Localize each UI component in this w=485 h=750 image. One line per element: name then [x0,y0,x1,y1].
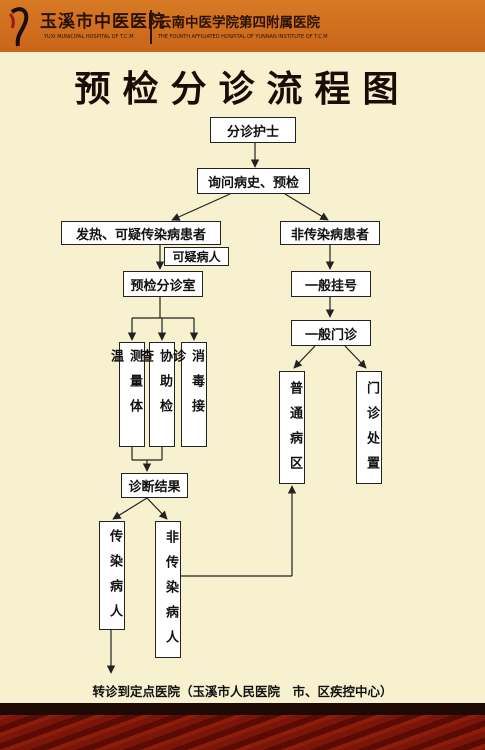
node-non-infectious: 非传染病患者 [280,221,380,245]
hospital-header: 玉溪市中医医院 YUXI MUNICIPAL HOSPITAL OF T.C.M… [0,0,485,52]
node-pretriage-room: 预检分诊室 [123,271,203,297]
node-triage-nurse: 分诊护士 [210,117,296,143]
node-general-clinic: 一般门诊 [291,320,371,346]
hospital-name: 玉溪市中医医院 [40,12,166,32]
page-title: 预检分诊流程图 [74,69,411,110]
node-infectious-patient: 传染病人 [99,521,125,630]
node-diagnosis-result: 诊断结果 [121,473,188,498]
header-divider [150,10,152,44]
node-fever-suspected: 发热、可疑传染病患者 [61,221,221,245]
node-assist-exam: 协助检查 [138,342,175,447]
node-measure-temp: 测量体温 [108,342,145,447]
footer-band [0,703,485,715]
node-disinfect: 消毒接诊 [170,342,207,447]
node-outpatient: 门诊处置 [356,371,382,484]
node-suspect-patient: 可疑病人 [164,247,229,266]
node-non-infectious-patient: 非传染病人 [155,521,181,658]
affiliate-name: 云南中医学院第四附属医院 [158,15,320,31]
hospital-logo-icon [8,7,29,47]
referral-text: 转诊到定点医院（玉溪市人民医院 市、区疾控中心） [92,684,393,699]
node-general-ward: 普通病区 [279,371,305,484]
affiliate-name-en: THE FOURTH AFFILIATED HOSPITAL OF YUNNAN… [158,34,328,40]
node-inquiry: 询问病史、预检 [197,168,310,194]
node-general-register: 一般挂号 [291,271,371,297]
hospital-name-en: YUXI MUNICIPAL HOSPITAL OF T.C.M [44,34,134,40]
